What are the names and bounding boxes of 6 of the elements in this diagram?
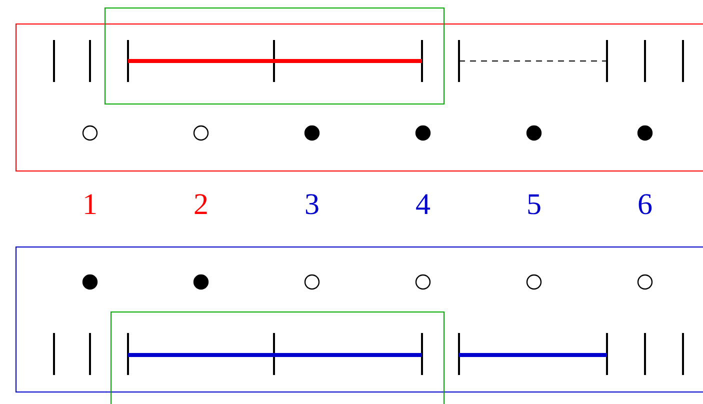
position-number: 5 <box>526 187 542 223</box>
position-number: 2 <box>194 187 208 223</box>
position-number: 3 <box>304 187 320 223</box>
position-number: 6 <box>638 187 652 223</box>
position-number: 1 <box>82 187 98 223</box>
position-number: 4 <box>416 187 430 223</box>
